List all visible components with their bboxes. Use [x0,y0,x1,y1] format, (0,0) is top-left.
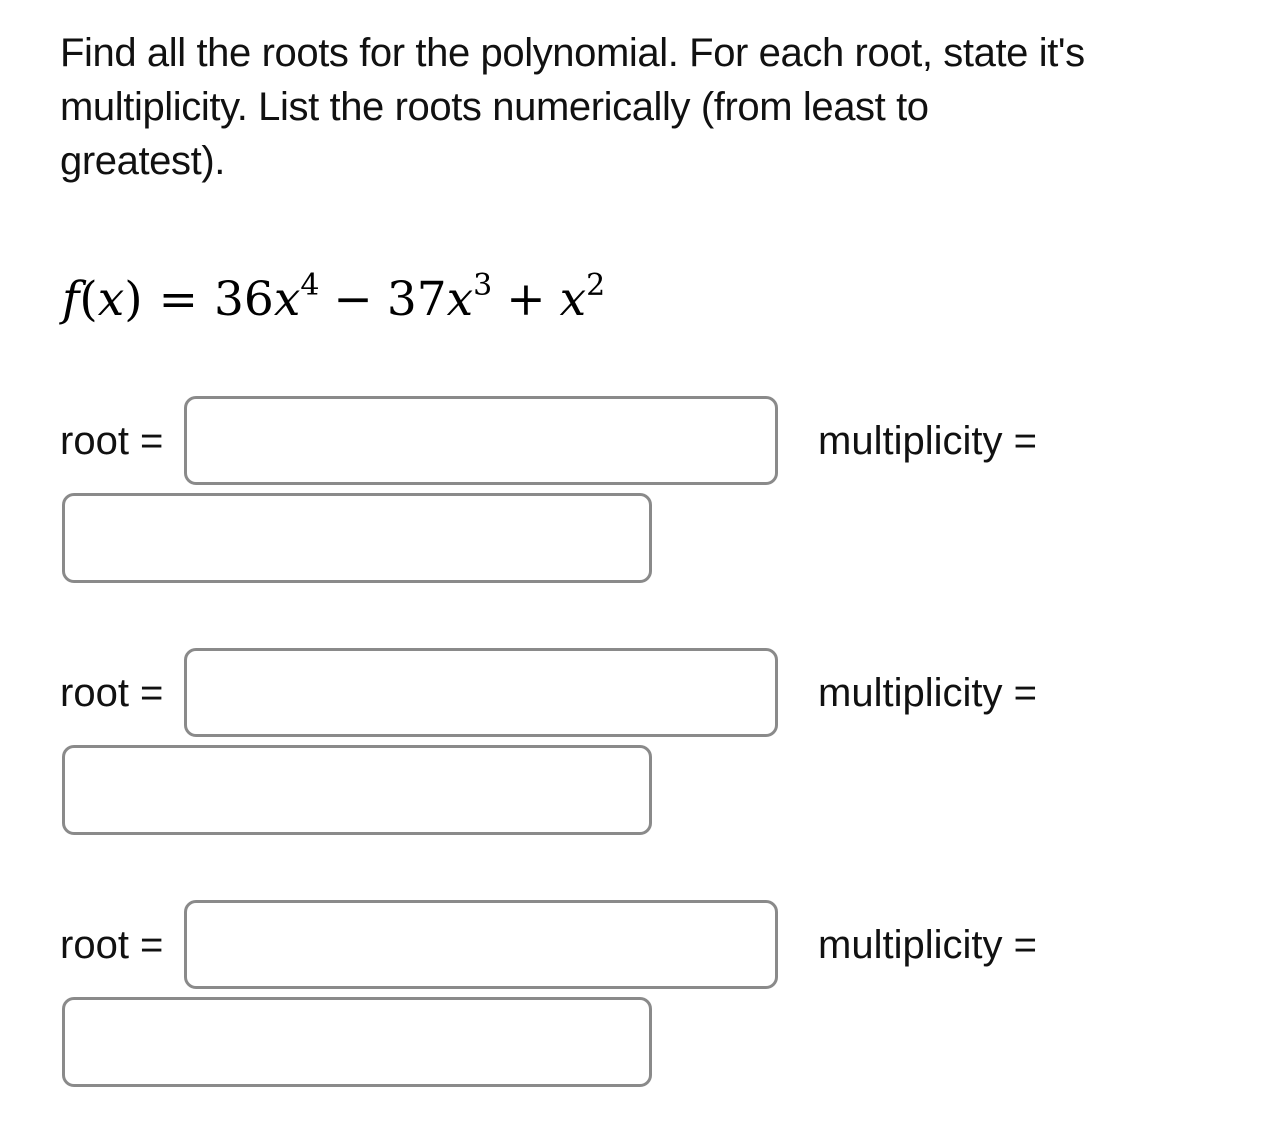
formula-arg-var: x [97,272,125,327]
formula-lparen: ( [79,272,98,327]
multiplicity-label: multiplicity = [818,671,1037,715]
formula-rparen: ) [124,272,143,327]
root-input-1[interactable] [184,396,778,485]
formula-term3-var: x [559,272,587,327]
formula-term3-exp: 2 [586,268,606,303]
root-input-2[interactable] [184,648,778,737]
answer-row-1: root = multiplicity = [0,396,1274,586]
multiplicity-input-2[interactable] [62,745,652,835]
root-label: root = [60,419,164,463]
formula-term2-coef: 37 [386,272,447,327]
answer-row-2: root = multiplicity = [0,648,1274,838]
formula-plus-op: + [506,272,546,327]
formula-minus-op: − [333,272,373,327]
problem-statement-line: multiplicity. List the roots numerically… [60,85,929,129]
multiplicity-label: multiplicity = [818,419,1037,463]
formula-term1-var: x [273,272,301,327]
problem-statement: Find all the roots for the polynomial. F… [60,26,1085,188]
root-label: root = [60,923,164,967]
formula-term2-exp: 3 [473,268,493,303]
problem-statement-line: Find all the roots for the polynomial. F… [60,31,1085,75]
formula-term2-var: x [446,272,474,327]
answer-row-3: root = multiplicity = [0,900,1274,1090]
polynomial-formula: f(x)=36x4−37x3+x2 [62,271,605,328]
multiplicity-label: multiplicity = [818,923,1037,967]
formula-term1-coef: 36 [214,272,274,327]
problem-statement-line: greatest). [60,139,225,183]
multiplicity-input-3[interactable] [62,997,652,1087]
multiplicity-input-1[interactable] [62,493,652,583]
formula-func-name: f [62,272,80,327]
formula-equals: = [158,272,198,327]
formula-term1-exp: 4 [300,268,320,303]
root-label: root = [60,671,164,715]
root-input-3[interactable] [184,900,778,989]
